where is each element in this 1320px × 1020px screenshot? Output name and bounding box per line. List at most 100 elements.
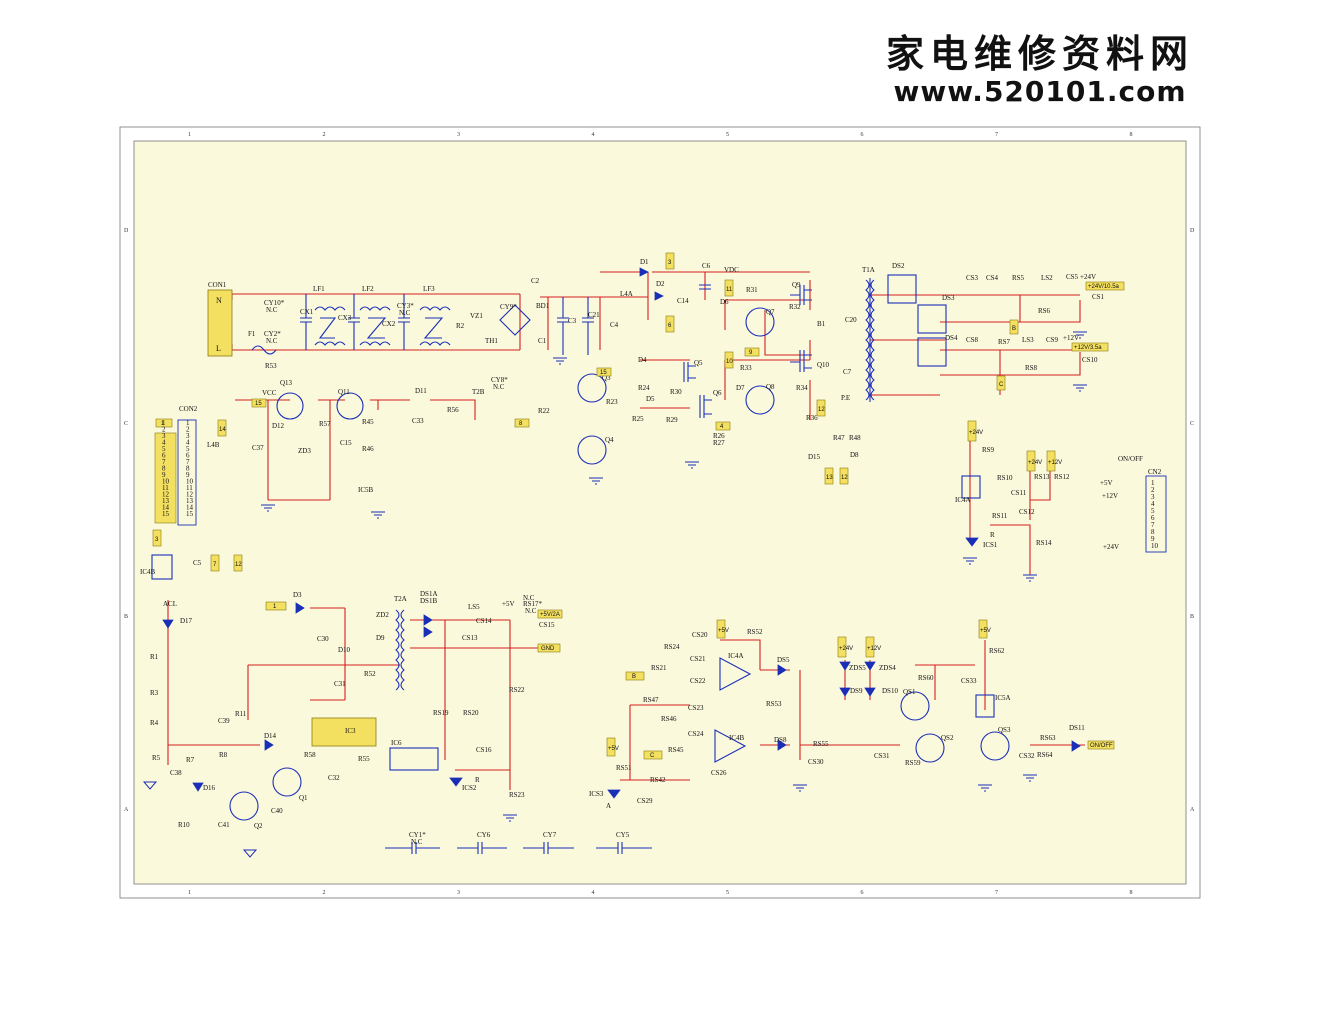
ref-cs3: CS3 xyxy=(966,274,979,282)
ref-f1: F1 xyxy=(248,330,256,338)
ref-d1: D1 xyxy=(640,258,649,266)
d14-diode xyxy=(264,739,274,751)
ref-ic4a: IC4A xyxy=(955,496,971,504)
tag-24v-zds5: +24V xyxy=(839,646,853,652)
ref-cs9: CS9 xyxy=(1046,336,1059,344)
net-acl: ACL xyxy=(163,600,177,608)
ref-d12: D12 xyxy=(272,422,285,430)
cn2-pin-8: 8 xyxy=(1151,528,1155,536)
ref-cs21: CS21 xyxy=(690,655,706,663)
tag-5v-rs62: +5V xyxy=(980,628,991,634)
grid-row-right-B: B xyxy=(1190,614,1194,620)
ref-c41: C41 xyxy=(218,821,230,829)
grid-col-top-2: 2 xyxy=(323,132,326,138)
ref-c7: C7 xyxy=(843,368,852,376)
ds1b-diode xyxy=(423,626,433,638)
con2-pin-right-3: 3 xyxy=(186,432,190,440)
ref-cy7: CY7 xyxy=(543,831,557,839)
ref-zds5: ZDS5 xyxy=(849,664,866,672)
ref-cs12: CS12 xyxy=(1019,508,1035,516)
note-cy3: N.C xyxy=(399,309,411,317)
con2-pin-left-4: 4 xyxy=(162,439,166,447)
ref-r30: R30 xyxy=(670,388,682,396)
ref-rs7: RS7 xyxy=(998,338,1011,346)
ref-cy6: CY6 xyxy=(477,831,491,839)
lf1-common-mode-choke xyxy=(314,306,346,346)
tag-gnd: GND xyxy=(541,646,555,652)
ref-r53: R53 xyxy=(265,362,277,370)
cn2-pin-9: 9 xyxy=(1151,535,1155,543)
ref-rs62: RS62 xyxy=(989,647,1005,655)
ds8-diode xyxy=(777,739,787,751)
wires xyxy=(167,271,1085,790)
ref-cs22: CS22 xyxy=(690,677,706,685)
con2-pin-left-8: 8 xyxy=(162,465,166,473)
net-12v-cn2: +12V xyxy=(1102,492,1118,500)
ref-rs45: RS45 xyxy=(668,746,684,754)
ref-ds5: DS5 xyxy=(777,656,790,664)
ref-con2: CON2 xyxy=(179,405,198,413)
con2-pin-right-4: 4 xyxy=(186,439,190,447)
ref-r8: R8 xyxy=(219,751,228,759)
ref-cs31: CS31 xyxy=(874,752,890,760)
ref-rs8: RS8 xyxy=(1025,364,1038,372)
ref-c33: C33 xyxy=(412,417,424,425)
ref-q5: Q5 xyxy=(694,359,703,367)
grid-col-bottom-7: 7 xyxy=(995,890,998,896)
q10-mosfet xyxy=(790,350,812,372)
ref-rs12: RS12 xyxy=(1054,473,1070,481)
ref-rs55: RS55 xyxy=(813,740,829,748)
ref-l4a: L4A xyxy=(620,290,633,298)
ref-rs24: RS24 xyxy=(664,643,680,651)
ref-ic4b: IC4B xyxy=(729,734,745,742)
tag-7-c5: 7 xyxy=(213,562,217,568)
ds5-diode xyxy=(777,664,787,676)
grid-col-bottom-2: 2 xyxy=(323,890,326,896)
site-url: www.520101.com xyxy=(893,75,1187,108)
ref-r25: R25 xyxy=(632,415,644,423)
ref-cs32: CS32 xyxy=(1019,752,1035,760)
con2-pin-right-2: 2 xyxy=(186,426,190,434)
ref-rs6: RS6 xyxy=(1038,307,1051,315)
cy6-capacitor xyxy=(457,842,507,854)
ref-ds4: DS4 xyxy=(945,334,958,342)
ds2-rectifier xyxy=(887,274,917,304)
ref-r57: R57 xyxy=(319,420,331,428)
q4-transistor xyxy=(577,435,607,465)
con2-pin-left-11: 11 xyxy=(162,484,169,492)
q13-transistor xyxy=(276,392,304,420)
con2-pin-right-13: 13 xyxy=(186,497,194,505)
zds4-zener xyxy=(864,661,876,671)
tag-c-rs7: C xyxy=(999,382,1004,388)
con2-pin-left-6: 6 xyxy=(162,452,166,460)
ref-cs30: CS30 xyxy=(808,758,824,766)
ref-c31: C31 xyxy=(334,680,346,688)
tag-5v-out: +5V/2A xyxy=(540,612,560,618)
ref-r33: R33 xyxy=(740,364,752,372)
ref-rs19: RS19 xyxy=(433,709,449,717)
ref-cs23: CS23 xyxy=(688,704,704,712)
ref-rs13: RS13 xyxy=(1034,473,1050,481)
grid-col-top-6: 6 xyxy=(861,132,864,138)
con1-pin-l: L xyxy=(216,344,221,353)
tag-12v-rs12: +12V xyxy=(1048,460,1062,466)
ref-rs59: RS59 xyxy=(905,759,921,767)
ref-r32: R32 xyxy=(789,303,801,311)
ref-r4: R4 xyxy=(150,719,159,727)
net-5v-cn2: +5V xyxy=(1100,479,1113,487)
tag-24v-out: +24V/10.5a xyxy=(1088,284,1120,290)
cx2-capacitor xyxy=(398,294,410,350)
ref-d9: D9 xyxy=(376,634,385,642)
note-cy10: N.C xyxy=(266,306,278,314)
tag-c-rs45: C xyxy=(650,753,655,759)
grid-col-bottom-5: 5 xyxy=(726,890,729,896)
ref-cs24: CS24 xyxy=(688,730,704,738)
q3-transistor xyxy=(577,373,607,403)
tag-b-rs6: B xyxy=(1012,326,1016,332)
net-24v-cn2: +24V xyxy=(1103,543,1119,551)
tag-4-r26: 4 xyxy=(720,424,724,430)
qs3-transistor xyxy=(980,731,1010,761)
ref-ds8: DS8 xyxy=(774,736,787,744)
